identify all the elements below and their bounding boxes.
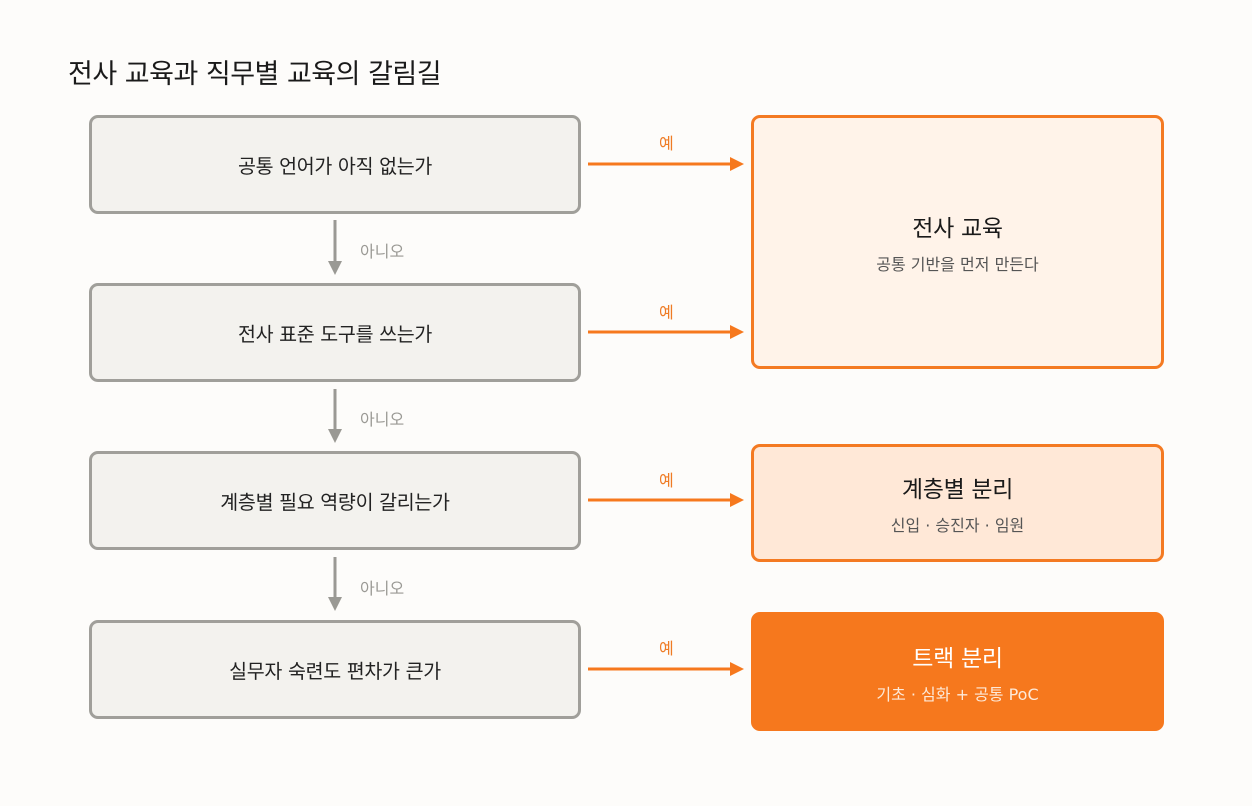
result-subtitle: 기초 · 심화 + 공통 PoC [876, 684, 1039, 704]
yes-arrow-3 [588, 493, 744, 507]
result-subtitle: 공통 기반을 먼저 만든다 [876, 255, 1039, 274]
yes-label-2: 예 [659, 303, 674, 322]
no-arrow-1 [328, 220, 342, 275]
yes-arrow-2 [588, 325, 744, 339]
yes-arrow-1 [588, 157, 744, 171]
yes-label-4: 예 [659, 639, 674, 658]
diagram-title: 전사 교육과 직무별 교육의 갈림길 [68, 59, 442, 90]
no-label-1: 아니오 [360, 242, 405, 261]
question-box-3: 계층별 필요 역량이 갈리는가 [89, 451, 581, 550]
yes-arrow-4 [588, 662, 744, 676]
result-box-level-split: 계층별 분리 신입 · 승진자 · 임원 [751, 444, 1164, 562]
result-title: 계층별 분리 [901, 477, 1014, 503]
result-box-track-split: 트랙 분리 기초 · 심화 + 공통 PoC [751, 612, 1164, 731]
no-label-3: 아니오 [360, 579, 405, 598]
result-title: 트랙 분리 [912, 645, 1003, 672]
question-box-2: 전사 표준 도구를 쓰는가 [89, 283, 581, 382]
result-title: 전사 교육 [912, 216, 1003, 242]
no-arrow-3 [328, 557, 342, 611]
question-box-4: 실무자 숙련도 편차가 큰가 [89, 620, 581, 719]
result-subtitle: 신입 · 승진자 · 임원 [890, 516, 1025, 535]
no-arrow-2 [328, 389, 342, 443]
yes-label-3: 예 [659, 471, 674, 490]
question-box-1: 공통 언어가 아직 없는가 [89, 115, 581, 214]
yes-label-1: 예 [659, 134, 674, 153]
result-box-company-wide: 전사 교육 공통 기반을 먼저 만든다 [751, 115, 1164, 369]
no-label-2: 아니오 [360, 410, 405, 429]
